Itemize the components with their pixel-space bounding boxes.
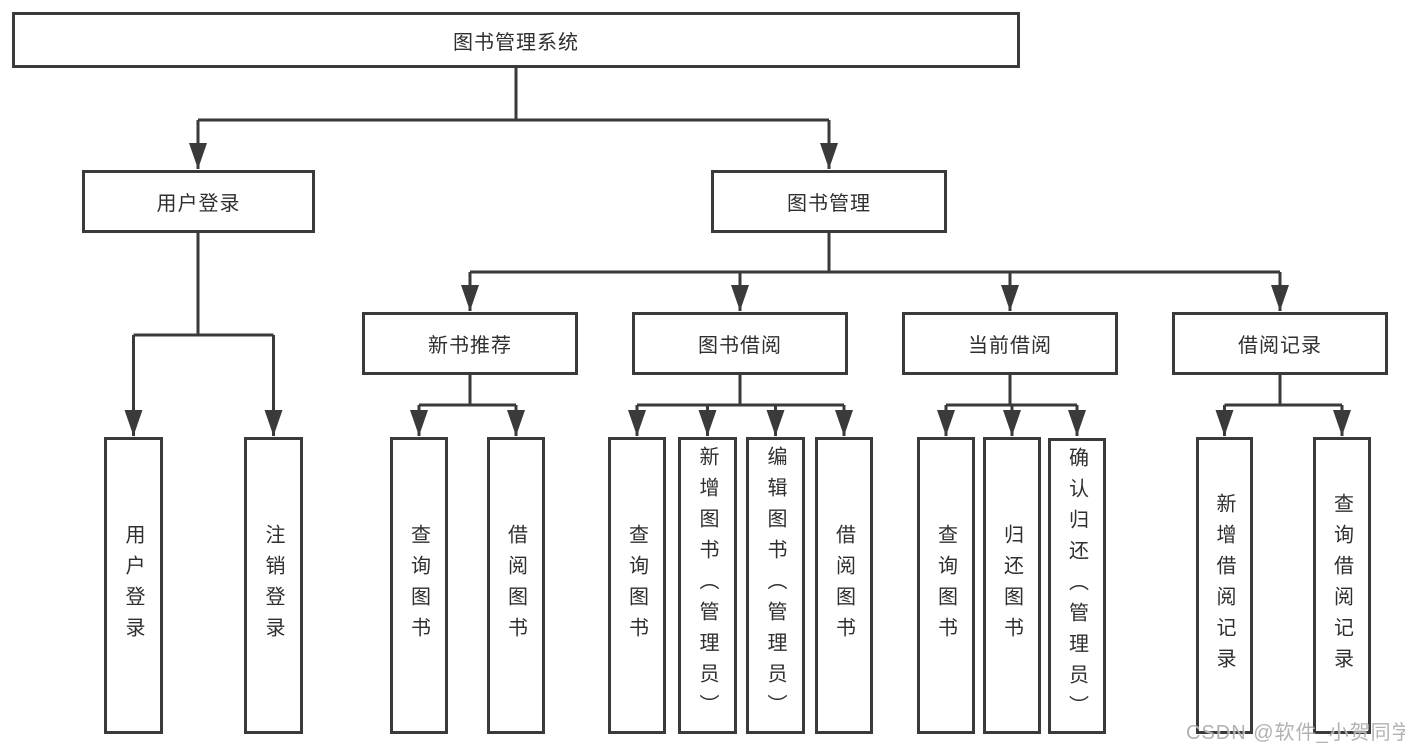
connector-borrow-records bbox=[1215, 375, 1351, 436]
node-label: 确认归还（管理员） bbox=[1065, 446, 1088, 726]
node-records-add-record: 新增借阅记录 bbox=[1196, 437, 1253, 734]
node-book-management: 图书管理 bbox=[711, 170, 947, 233]
node-current-query-books: 查询图书 bbox=[917, 437, 975, 734]
connector-book-borrow bbox=[628, 375, 853, 436]
node-recommend-borrow-books: 借阅图书 bbox=[487, 437, 545, 734]
node-user-login: 用户登录 bbox=[82, 170, 315, 233]
node-records-query-record: 查询借阅记录 bbox=[1313, 437, 1371, 734]
node-current-borrow: 当前借阅 bbox=[902, 312, 1118, 375]
node-borrow-records: 借阅记录 bbox=[1172, 312, 1388, 375]
node-borrow-edit-books-admin: 编辑图书（管理员） bbox=[746, 437, 805, 734]
node-book-borrow: 图书借阅 bbox=[632, 312, 848, 375]
node-login-user-login: 用户登录 bbox=[104, 437, 163, 734]
connector-current-borrow bbox=[937, 375, 1086, 436]
node-borrow-add-books-admin: 新增图书（管理员） bbox=[678, 437, 737, 734]
connector-new-book-recommend bbox=[410, 375, 525, 436]
node-label: 编辑图书（管理员） bbox=[764, 446, 786, 725]
node-library-system: 图书管理系统 bbox=[12, 12, 1020, 68]
csdn-watermark: CSDN @软件_小贺同学 bbox=[1186, 722, 1405, 744]
node-label: 借阅图书 bbox=[832, 523, 855, 648]
connector-user-login bbox=[124, 233, 283, 436]
node-label: 归还图书 bbox=[1000, 523, 1023, 648]
node-label: 查询借阅记录 bbox=[1330, 492, 1353, 679]
node-current-confirm-return-admin: 确认归还（管理员） bbox=[1048, 438, 1106, 734]
node-label: 借阅图书 bbox=[504, 523, 527, 648]
node-label: 查询图书 bbox=[625, 523, 648, 648]
node-login-logout: 注销登录 bbox=[244, 437, 303, 734]
node-label: 新增借阅记录 bbox=[1213, 492, 1235, 679]
node-label: 注销登录 bbox=[262, 523, 284, 648]
node-label: 查询图书 bbox=[934, 523, 957, 648]
node-current-return-books: 归还图书 bbox=[983, 437, 1041, 734]
connector-root bbox=[189, 68, 838, 169]
node-new-book-recommend: 新书推荐 bbox=[362, 312, 578, 375]
node-label: 用户登录 bbox=[122, 523, 144, 648]
connector-book-management bbox=[461, 233, 1289, 311]
node-label: 新增图书（管理员） bbox=[696, 446, 718, 725]
node-label: 查询图书 bbox=[407, 523, 430, 648]
node-borrow-borrow-books: 借阅图书 bbox=[815, 437, 873, 734]
node-recommend-query-books: 查询图书 bbox=[390, 437, 448, 734]
node-borrow-query-books: 查询图书 bbox=[608, 437, 666, 734]
